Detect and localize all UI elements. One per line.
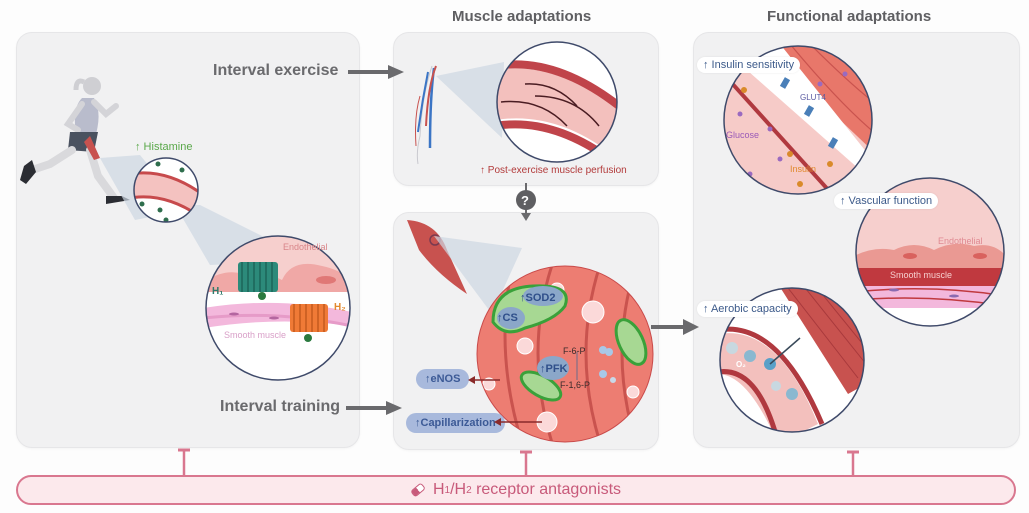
interval-training-label: Interval training — [220, 398, 341, 415]
enos-pill: ↑eNOS — [416, 369, 470, 389]
antagonist-sub1: 1 — [444, 484, 451, 496]
muscle-cell-circle — [476, 265, 654, 443]
capillary — [581, 300, 605, 324]
pfk-blob — [537, 356, 569, 380]
question-mark: ? — [521, 193, 529, 208]
insulin-sensitivity-tag: ↑ Insulin sensitivity — [697, 57, 801, 73]
pfk-label: ↑PFK — [540, 363, 568, 375]
runner-illustration — [20, 77, 130, 204]
zoom-cone-perfusion — [436, 62, 504, 138]
flow-arrow — [500, 100, 568, 127]
perfusion-label: ↑ Post-exercise muscle perfusion — [480, 165, 627, 176]
insulin-circle — [723, 45, 873, 195]
thigh-muscle — [84, 136, 100, 160]
arrow-to-functional — [651, 319, 699, 335]
glucose-label: Glucose — [726, 130, 760, 140]
glut4-label: GLUT4 — [800, 93, 826, 102]
h1-label: H₁ — [212, 286, 224, 297]
inhibition-bar-middle — [520, 450, 532, 476]
histamine-dot — [157, 207, 163, 213]
capillarization-pill: ↑Capillarization — [406, 413, 505, 433]
histamine-vessel-circle — [133, 157, 199, 223]
inhibition-bar-left — [178, 448, 190, 476]
vascular-circle — [855, 177, 1005, 327]
capillary — [626, 385, 640, 399]
leg-vasculature — [415, 65, 437, 165]
endothelial-label: Endothelial — [283, 242, 328, 252]
antagonist-h1: H — [432, 481, 445, 498]
interval-exercise-label: Interval exercise — [213, 62, 339, 79]
glut4-transporter — [827, 137, 839, 149]
h2-label: H₂ — [334, 302, 346, 313]
arrow-enos — [468, 376, 500, 384]
h2-receptor — [290, 304, 328, 342]
functional-adaptations-title: Functional adaptations — [767, 8, 932, 25]
antagonist-sub2: 2 — [466, 484, 472, 496]
perfusion-vessel-circle — [496, 41, 618, 163]
flow-arrow — [524, 83, 578, 107]
antagonist-text: receptor antagonists — [471, 481, 622, 498]
h1-receptor — [238, 262, 278, 300]
glut4-transporter — [779, 77, 791, 89]
smooth-muscle-label: Smooth muscle — [224, 330, 287, 340]
runner-head — [83, 77, 101, 95]
shoe-left — [20, 160, 36, 184]
o2-label: O₂ — [736, 360, 746, 369]
histamine-dot — [139, 201, 145, 207]
mitochondrion-large — [491, 284, 568, 334]
aerobic-capacity-tag: ↑ Aerobic capacity — [697, 301, 798, 317]
f16p-label: F-1,6-P — [560, 380, 591, 390]
capillary — [482, 377, 496, 391]
f6p-label: F-6-P — [563, 346, 586, 356]
muscle-adaptations-title: Muscle adaptations — [452, 8, 592, 25]
antagonist-h2: /H — [450, 481, 467, 498]
vascular-smooth-muscle-label: Smooth muscle — [890, 270, 953, 280]
question-icon — [516, 190, 536, 210]
aerobic-circle — [719, 287, 865, 433]
histamine-dot — [155, 161, 161, 167]
glut4-transporter — [803, 105, 815, 117]
inhibition-bar-right — [847, 450, 859, 476]
flow-arrow — [534, 95, 600, 127]
vascular-endothelial-label: Endothelial — [938, 236, 983, 246]
arrow-to-muscle — [346, 401, 402, 415]
arrow-to-perfusion — [348, 65, 404, 79]
sod2-label: ↑SOD2 — [520, 292, 556, 304]
mitochondrion-right — [614, 318, 648, 366]
receptor-circle — [205, 235, 351, 381]
cs-label: ↑CS — [497, 312, 518, 324]
histamine-label: ↑ Histamine — [135, 141, 193, 153]
histamine-dot — [179, 167, 185, 173]
vascular-function-tag: ↑ Vascular function — [834, 193, 939, 209]
insulin-label: Insulin — [790, 164, 817, 174]
capillary — [516, 337, 534, 355]
question-connector — [516, 183, 536, 221]
arrow-capillarization — [494, 418, 542, 426]
pill-icon — [410, 482, 426, 498]
